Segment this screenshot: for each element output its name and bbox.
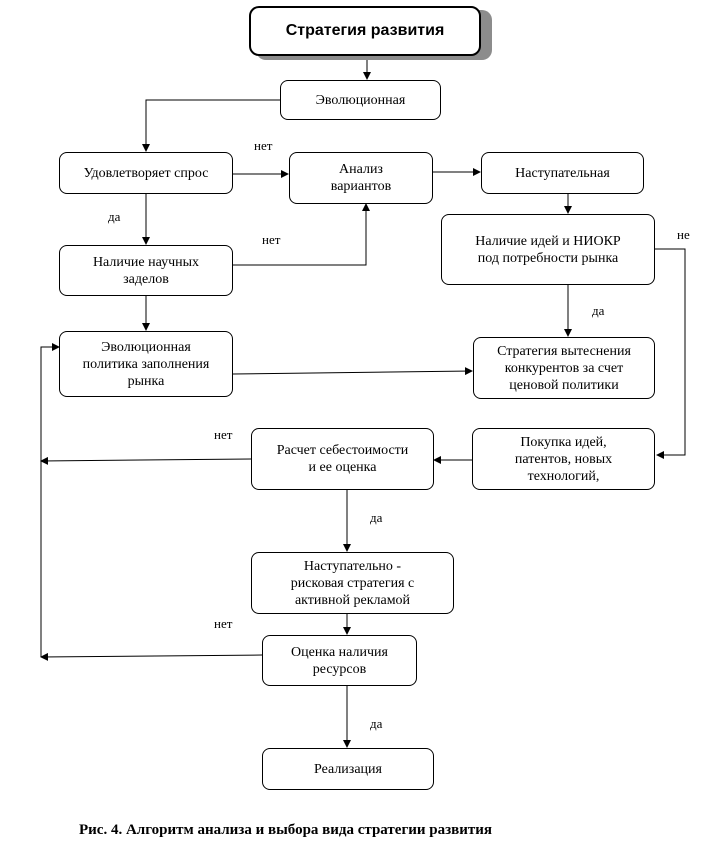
box-ideas-rnd: Наличие идей и НИОКР под потребности рын… (441, 214, 655, 285)
arrow-cost-to-left (40, 456, 252, 465)
arrow-resources-to-left (40, 652, 263, 661)
box-implementation: Реализация (262, 748, 434, 790)
label-yes-demand: да (108, 209, 121, 224)
arrow-market-to-displacement (232, 367, 473, 376)
label-no-resources: нет (214, 616, 233, 631)
box-market-filling: Эволюционная политика заполнения рынка (59, 331, 233, 397)
label-no-cost: нет (214, 427, 233, 442)
box-buy-ideas: Покупка идей, патентов, новых технологий… (472, 428, 655, 490)
arrow-feedback-to-market (40, 343, 60, 657)
figure-caption: Рис. 4. Алгоритм анализа и выбора вида с… (79, 822, 493, 838)
box-satisfies-demand: Удовлетворяет спрос (59, 152, 233, 194)
label-no-groundwork: нет (262, 232, 281, 247)
label-yes-ideas: да (592, 303, 605, 318)
arrow-ideas-to-buy (655, 248, 686, 459)
box-offensive: Наступательная (481, 152, 644, 194)
box-cost-calculation: Расчет себестоимости и ее оценка (251, 428, 434, 490)
box-resources: Оценка наличия ресурсов (262, 635, 417, 686)
box-risky-strategy: Наступательно - рисковая стратегия с акт… (251, 552, 454, 614)
box-displacement: Стратегия вытеснения конкурентов за счет… (473, 337, 655, 399)
box-analysis: Анализ вариантов (289, 152, 433, 204)
label-yes-resources: да (370, 716, 383, 731)
label-no-ideas: не (677, 227, 690, 242)
box-evolutionary: Эволюционная (280, 80, 441, 120)
label-no-demand: нет (254, 138, 273, 153)
label-yes-cost: да (370, 510, 383, 525)
title-box: Стратегия развития (249, 6, 481, 56)
arrow-evolutionary-to-demand (142, 99, 280, 152)
arrow-groundwork-to-analysis (233, 203, 370, 266)
box-scientific-groundwork: Наличие научных заделов (59, 245, 233, 296)
